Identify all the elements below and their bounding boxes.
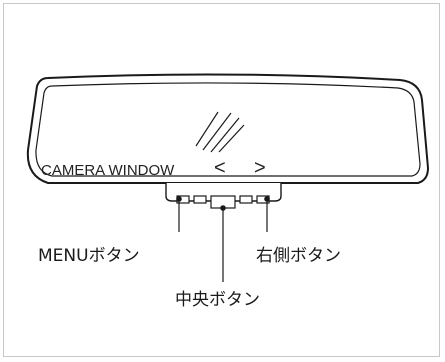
mirror-outer-body <box>26 73 430 184</box>
right-arrow-mark: > <box>254 157 266 179</box>
camera-window-label: CAMERA WINDOW <box>41 162 175 179</box>
left-arrow-mark: < <box>214 157 226 179</box>
right-button-callout: 右側ボタン <box>256 246 341 266</box>
figure-frame <box>3 3 440 357</box>
right-small-button[interactable] <box>239 195 253 204</box>
left-small-button[interactable] <box>193 195 207 204</box>
callout-leaders <box>176 196 270 282</box>
menu-button-callout: MENUボタン <box>38 246 140 266</box>
glass-glare-lines <box>195 111 245 153</box>
mirror-glass-edge <box>35 82 421 177</box>
center-button-callout: 中央ボタン <box>175 290 260 310</box>
